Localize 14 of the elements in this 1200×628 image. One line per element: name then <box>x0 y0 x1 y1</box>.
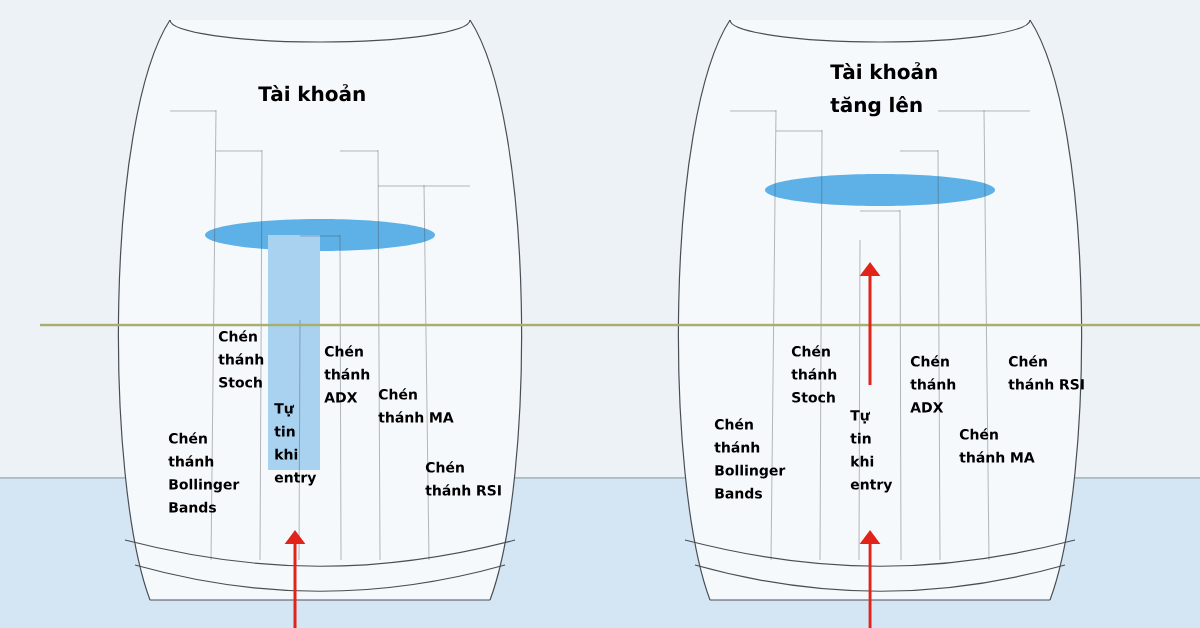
barrel-title: Tài khoản tăng lên <box>830 62 937 117</box>
stave-label: Chén thánh Stoch <box>218 330 264 388</box>
stave-label: Chén thánh Bollinger Bands <box>714 418 786 499</box>
stave-label: Chén thánh RSI <box>1008 355 1084 390</box>
stave-label: Chén thánh MA <box>959 428 1035 463</box>
barrel-title: Tài khoản <box>258 84 365 102</box>
stave-label: Chén thánh Bollinger Bands <box>168 432 240 513</box>
stave-label: Chén thánh ADX <box>910 355 956 413</box>
stave-label: Chén thánh MA <box>378 388 454 423</box>
stave-label: Tự tin khi entry <box>274 403 317 486</box>
stave-label: Tự tin khi entry <box>850 410 893 493</box>
stave-label: Chén thánh Stoch <box>791 345 837 403</box>
stave-label: Chén thánh RSI <box>425 461 501 496</box>
stave-label: Chén thánh ADX <box>324 345 370 403</box>
